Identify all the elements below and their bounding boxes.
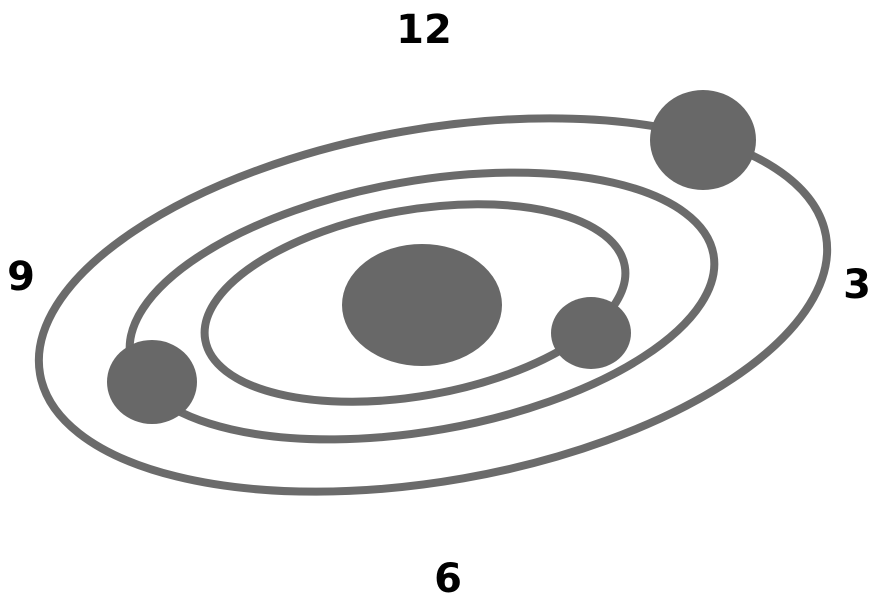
- outer-planet: [650, 90, 756, 190]
- label-12: 12: [396, 7, 452, 53]
- label-6: 6: [434, 556, 462, 596]
- inner-planet: [551, 297, 631, 369]
- middle-planet: [107, 340, 197, 424]
- label-3: 3: [843, 262, 869, 308]
- central-sun: [342, 244, 502, 366]
- label-9: 9: [7, 254, 35, 300]
